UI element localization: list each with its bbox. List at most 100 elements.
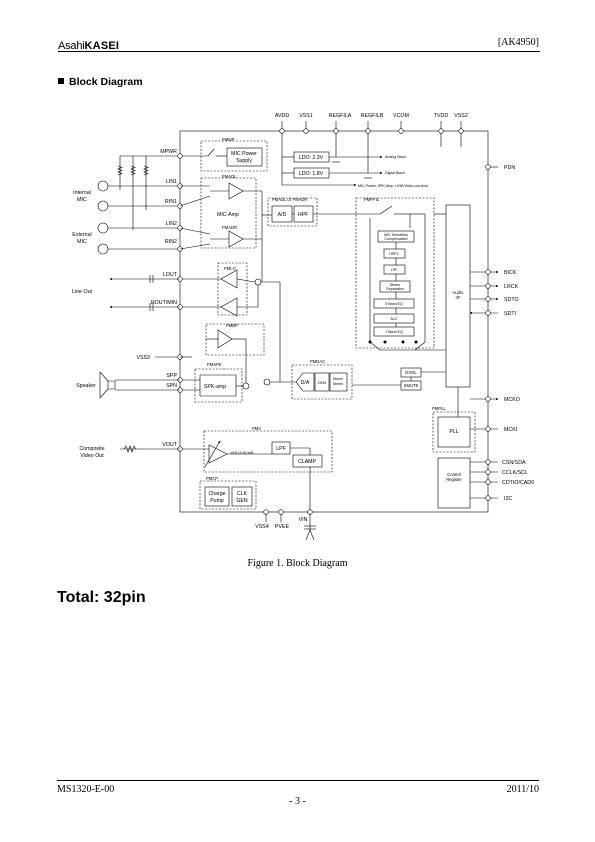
label-pmv: PMV [252,426,261,431]
label-mic-power-note: MIC Power, SPK-Amp, LINE/Video-out-Amp [358,184,428,188]
internal-mic-2-icon [97,200,109,212]
footer-date: 2011/10 [506,784,539,795]
pmlo-region [217,262,248,316]
label-mic-amp: MIC-Amp [217,212,239,218]
label-alc: ALC [391,317,398,321]
label-mic-power-1: MIC Power [231,151,257,157]
pin-vcom: VCOM [393,113,409,119]
company-logo: AsahiKASEI [58,36,119,54]
mono-stereo-block [329,372,348,392]
pin-bick: BICK [504,270,517,276]
chip-outline [179,130,489,513]
label-mono-2: Stereo [333,382,344,386]
header-rule [58,51,540,52]
pin-rout-min: ROUT/MIN [151,300,177,306]
pin-regfilb: REGFILB [361,113,384,119]
sum-node-lout [254,278,262,286]
da-block [295,372,315,392]
pin-lrck: LRCK [504,284,519,290]
clk-gen-block [231,486,253,507]
internal-mic-1-icon [97,180,109,192]
label-line-out: Line Out [72,289,93,295]
label-hpf: HPF [298,212,308,218]
footer-doc-number: MS1320-E-00 [57,784,115,795]
section-heading: Block Diagram [58,76,143,88]
pmpll-region [432,411,476,453]
mic-amp-region [200,177,257,249]
pin-regfila: REGFILA [329,113,352,119]
label-hpf2: HPF2 [389,252,398,256]
label-clamp: CLAMP [298,459,316,465]
pin-pvee: PVEE [275,524,290,530]
clamp-block [292,454,323,468]
label-gain: -6/9/12/16.5dB [230,451,254,455]
label-pmadl: PMADL [222,174,237,179]
pin-mcko: MCKO [504,397,520,403]
pin-vss1: VSS1 [299,113,313,119]
1band-eq-block [373,326,415,337]
footer-page-number: - 3 - [289,796,306,807]
label-composite-2: Video Out [80,453,104,459]
charge-pump-block [204,486,230,507]
sum-node-spk2 [242,382,250,390]
lpf-dsp-block [383,264,406,275]
label-pmbp: PMBP [226,323,238,328]
document-code: [AK4950] [497,37,539,48]
pin-vss3: VSS3 [136,355,150,361]
square-bullet-icon [58,78,64,84]
control-register-block [437,457,471,509]
label-mic-sens-2: Compensation [384,237,407,241]
pin-vss4: VSS4 [255,524,269,530]
logo-bold-text: KASEI [84,40,120,52]
label-spk-amp: SPK-amp [204,384,226,390]
rout-amp-icon [220,297,238,317]
pll-block [437,416,471,448]
pin-mpwr: MPWR [160,149,177,155]
pmv-region [203,430,333,473]
alc-block [373,313,415,324]
pin-vss2: VSS2 [454,113,468,119]
label-internal-mic-1: Internal [73,190,91,196]
label-analog-block: Analog Block [385,155,406,159]
mic-power-supply-block [226,147,263,167]
pin-sdti: SDTI [504,311,516,317]
pin-tvdd: TVDD [434,113,449,119]
logo-light-text: Asahi [58,40,85,52]
label-digital-block: Digital Block [385,171,405,175]
label-ad: A/D [278,212,287,218]
block-diagram: AVDD VSS1 REGFILA REGFILB VCOM TVDD VSS2… [72,113,534,541]
pin-i2c: I2C [504,496,512,502]
pin-sdto: SDTO [504,297,519,303]
pin-mcki: MCKI [504,427,517,433]
spk-amp-block [199,374,237,397]
label-mic-power-2: Supply [236,158,252,164]
label-pmcp: PMCP [206,476,218,481]
total-pins: Total: 32pin [57,589,146,606]
label-external-mic-2: MIC [77,239,87,245]
label-control-register-1: Control [447,472,461,477]
label-pll: PLL [449,429,458,435]
label-internal-mic-2: MIC [77,197,87,203]
pmdac-region [291,364,353,400]
stereo-separation-block [379,280,411,293]
pin-cclk-scl: CCLK/SCL [502,470,528,476]
label-mic-sens-1: MIC Sensitivity [384,233,408,237]
label-da: D/A [301,380,310,386]
label-control-register-2: Register [446,477,462,482]
label-dem: DEM [318,381,326,385]
pin-pdn: PDN [504,165,515,171]
pin-avdd: AVDD [275,113,289,119]
speaker-icon [107,380,116,390]
external-mic-1-icon [97,222,109,234]
label-pmpfil: PMPFIL [364,197,380,202]
label-pmdac: PMDAC [310,359,325,364]
label-audio-if-2: I/F [456,295,461,300]
label-external-mic-1: External [72,232,91,238]
figure-caption: Figure 1. Block Diagram [247,558,348,569]
label-pmmp: PMMP [222,137,235,142]
label-dvol: DVOL [405,370,417,375]
label-speaker: Speaker [76,383,96,389]
dsp-region [355,197,435,349]
pin-csn-sda: CSN/SDA [502,460,526,466]
pmcp-region [199,480,257,510]
